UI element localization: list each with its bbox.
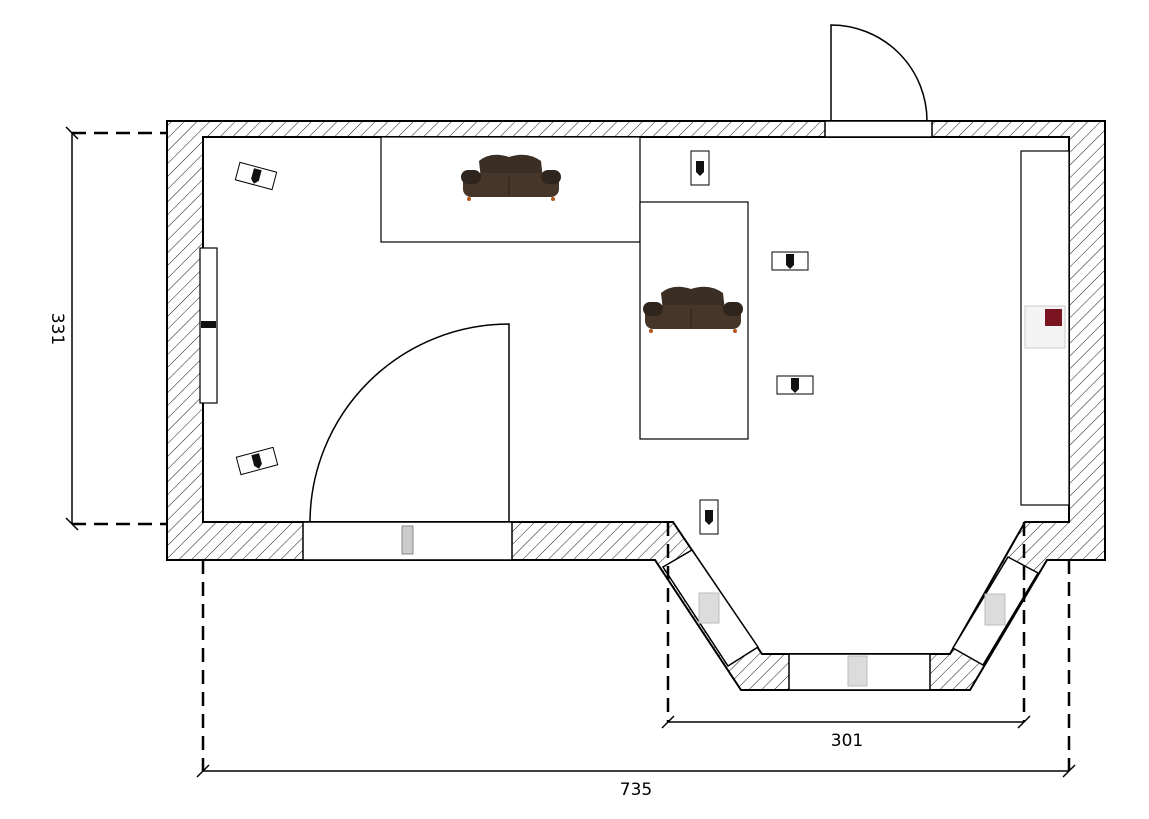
dimension-height bbox=[65, 126, 167, 531]
window-glass-icon bbox=[401, 525, 414, 555]
speaker bbox=[771, 251, 809, 271]
radiator-valve-icon bbox=[201, 321, 216, 328]
dimension-height-label: 331 bbox=[47, 313, 67, 345]
door-top-swing bbox=[830, 24, 928, 122]
door-interior-swing bbox=[309, 323, 510, 523]
speaker bbox=[690, 150, 710, 186]
shelf-item-icon bbox=[1045, 309, 1062, 326]
dimension-bay-label: 301 bbox=[831, 731, 863, 751]
speaker bbox=[699, 499, 719, 535]
dimension-width bbox=[196, 560, 1076, 778]
speaker bbox=[776, 375, 814, 395]
speaker bbox=[235, 446, 279, 476]
window-glass-icon bbox=[847, 655, 868, 687]
window-glass-icon bbox=[698, 592, 720, 624]
dimension-bay bbox=[661, 522, 1031, 729]
speaker bbox=[234, 161, 278, 191]
door-opening-top bbox=[824, 120, 933, 138]
window-glass-icon bbox=[984, 593, 1006, 626]
dimension-width-label: 735 bbox=[620, 780, 652, 800]
